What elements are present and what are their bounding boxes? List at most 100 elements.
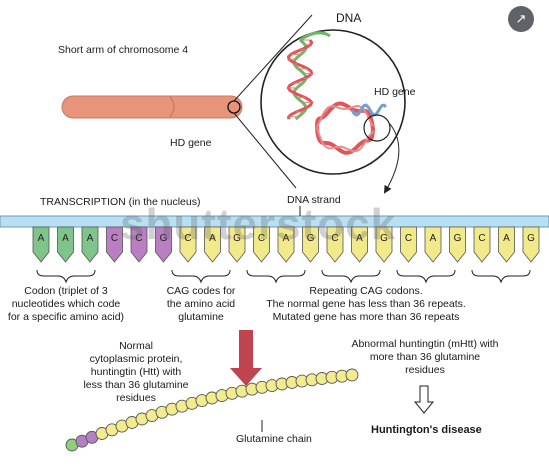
nucleotide: C xyxy=(326,226,344,263)
repeat-bracket-2 xyxy=(321,269,381,284)
dna-strand-bar xyxy=(0,215,549,228)
hd-gene-circle xyxy=(363,114,391,142)
nucleotide-letter: A xyxy=(62,233,69,244)
nucleotide-shape xyxy=(106,226,123,263)
hd-gene-label: HD gene xyxy=(170,137,212,149)
nucleotide: A xyxy=(498,226,515,263)
helix-gene-blue xyxy=(350,103,388,117)
nucleotide-letter: A xyxy=(503,233,510,244)
nucleotide-shape xyxy=(326,226,344,263)
glutamine-bead xyxy=(345,368,359,382)
nucleotide-letter: C xyxy=(478,233,485,244)
nucleotide-shape xyxy=(204,226,221,263)
nucleotide: G xyxy=(228,226,246,263)
watermark: shutterstock xyxy=(120,200,397,249)
nucleotide-shape xyxy=(522,226,540,263)
zoom-line-top xyxy=(233,14,313,102)
nucleotide-letter: A xyxy=(87,233,94,244)
repeat-bracket-1 xyxy=(246,269,306,284)
nucleotide-letter: C xyxy=(135,233,142,244)
repeat-bracket-3 xyxy=(396,269,456,284)
cag-bracket xyxy=(171,269,231,284)
brackets xyxy=(36,269,531,284)
glutamine-chain-label: Glutamine chain xyxy=(236,433,312,445)
gene-to-strand-arrow xyxy=(383,123,400,194)
nucleotide-shape xyxy=(400,226,417,263)
dna-helix xyxy=(286,31,388,155)
nucleotide-letter: A xyxy=(209,233,216,244)
nucleotide-shape xyxy=(253,226,270,263)
nucleotide-shape xyxy=(375,226,393,263)
nucleotide: G xyxy=(522,226,540,263)
nucleotide-letter: G xyxy=(527,233,535,244)
nucleotide-letter: A xyxy=(38,233,45,244)
nucleotide: A xyxy=(204,226,221,263)
transcription-label: TRANSCRIPTION (in the nucleus) xyxy=(40,196,201,208)
nucleotide-letter: A xyxy=(356,233,363,244)
nucleotide-letter: C xyxy=(111,233,118,244)
nucleotide-letter: G xyxy=(233,233,241,244)
repeat-note: Repeating CAG codons. The normal gene ha… xyxy=(266,285,466,323)
nucleotide-shape xyxy=(302,226,319,263)
nucleotide: C xyxy=(253,226,270,263)
nucleotide: A xyxy=(424,226,442,263)
nucleotide-shape xyxy=(473,226,491,263)
nucleotide-letter: C xyxy=(331,233,338,244)
nucleotide-shape xyxy=(179,226,197,263)
nucleotide-shape xyxy=(130,226,148,263)
nucleotide-shape xyxy=(424,226,442,263)
nucleotide-letter: G xyxy=(307,233,315,244)
dna-zoom-circle xyxy=(260,29,406,175)
nucleotide: G xyxy=(375,226,393,263)
nucleotide-shape xyxy=(32,226,50,263)
helix-top-strand xyxy=(299,31,331,42)
chromosome xyxy=(61,95,243,119)
nucleotide: C xyxy=(106,226,123,263)
disease-arrow xyxy=(413,385,435,414)
normal-protein-note: Normal cytoplasmic protein, huntingtin (… xyxy=(83,340,189,404)
codon-bracket xyxy=(36,269,96,284)
nucleotide-letter: C xyxy=(184,233,191,244)
nucleotide-shape xyxy=(57,226,74,263)
nucleotide-shape xyxy=(81,226,99,263)
hd-gene-circle-label: HD gene xyxy=(374,86,416,98)
nucleotide-shape xyxy=(351,226,368,263)
nucleotide-shape xyxy=(449,226,466,263)
zoom-line-bottom xyxy=(233,112,297,189)
nucleotide-letter: A xyxy=(283,233,290,244)
nucleotide-shape xyxy=(498,226,515,263)
helix-loop-pink xyxy=(315,104,374,153)
nucleotide: C xyxy=(179,226,197,263)
translation-arrow xyxy=(230,330,262,386)
nucleotide-shape xyxy=(277,226,295,263)
hd-gene-locus xyxy=(227,100,241,114)
glutamine-chain-beads xyxy=(65,368,359,452)
open-in-new-icon[interactable]: ↗ xyxy=(508,6,534,32)
nucleotide: G xyxy=(155,226,172,263)
nucleotide: A xyxy=(277,226,295,263)
nucleotide: C xyxy=(400,226,417,263)
nucleotide-letter: A xyxy=(430,233,437,244)
nucleotide-letter: C xyxy=(405,233,412,244)
short-arm-label: Short arm of chromosome 4 xyxy=(58,44,189,56)
nucleotide-shape xyxy=(228,226,246,263)
nucleotide: A xyxy=(81,226,99,263)
nucleotide: C xyxy=(473,226,491,263)
nucleotide: G xyxy=(302,226,319,263)
cag-note: CAG codes for the amino acid glutamine xyxy=(166,285,236,323)
nucleotide: A xyxy=(32,226,50,263)
dna-strand-label: DNA strand xyxy=(287,194,341,206)
helix-strand-red xyxy=(286,39,314,120)
abnormal-protein-note: Abnormal huntingtin (mHtt) with more tha… xyxy=(351,338,499,376)
nucleotide: C xyxy=(130,226,148,263)
nucleotide-letter: G xyxy=(454,233,462,244)
huntingtons-disease-label: Huntington's disease xyxy=(371,424,482,436)
nucleotide-letter: C xyxy=(258,233,265,244)
nucleotide-shape xyxy=(155,226,172,263)
nucleotide-letter: G xyxy=(160,233,168,244)
nucleotide: A xyxy=(57,226,74,263)
repeat-bracket-4 xyxy=(471,269,531,284)
